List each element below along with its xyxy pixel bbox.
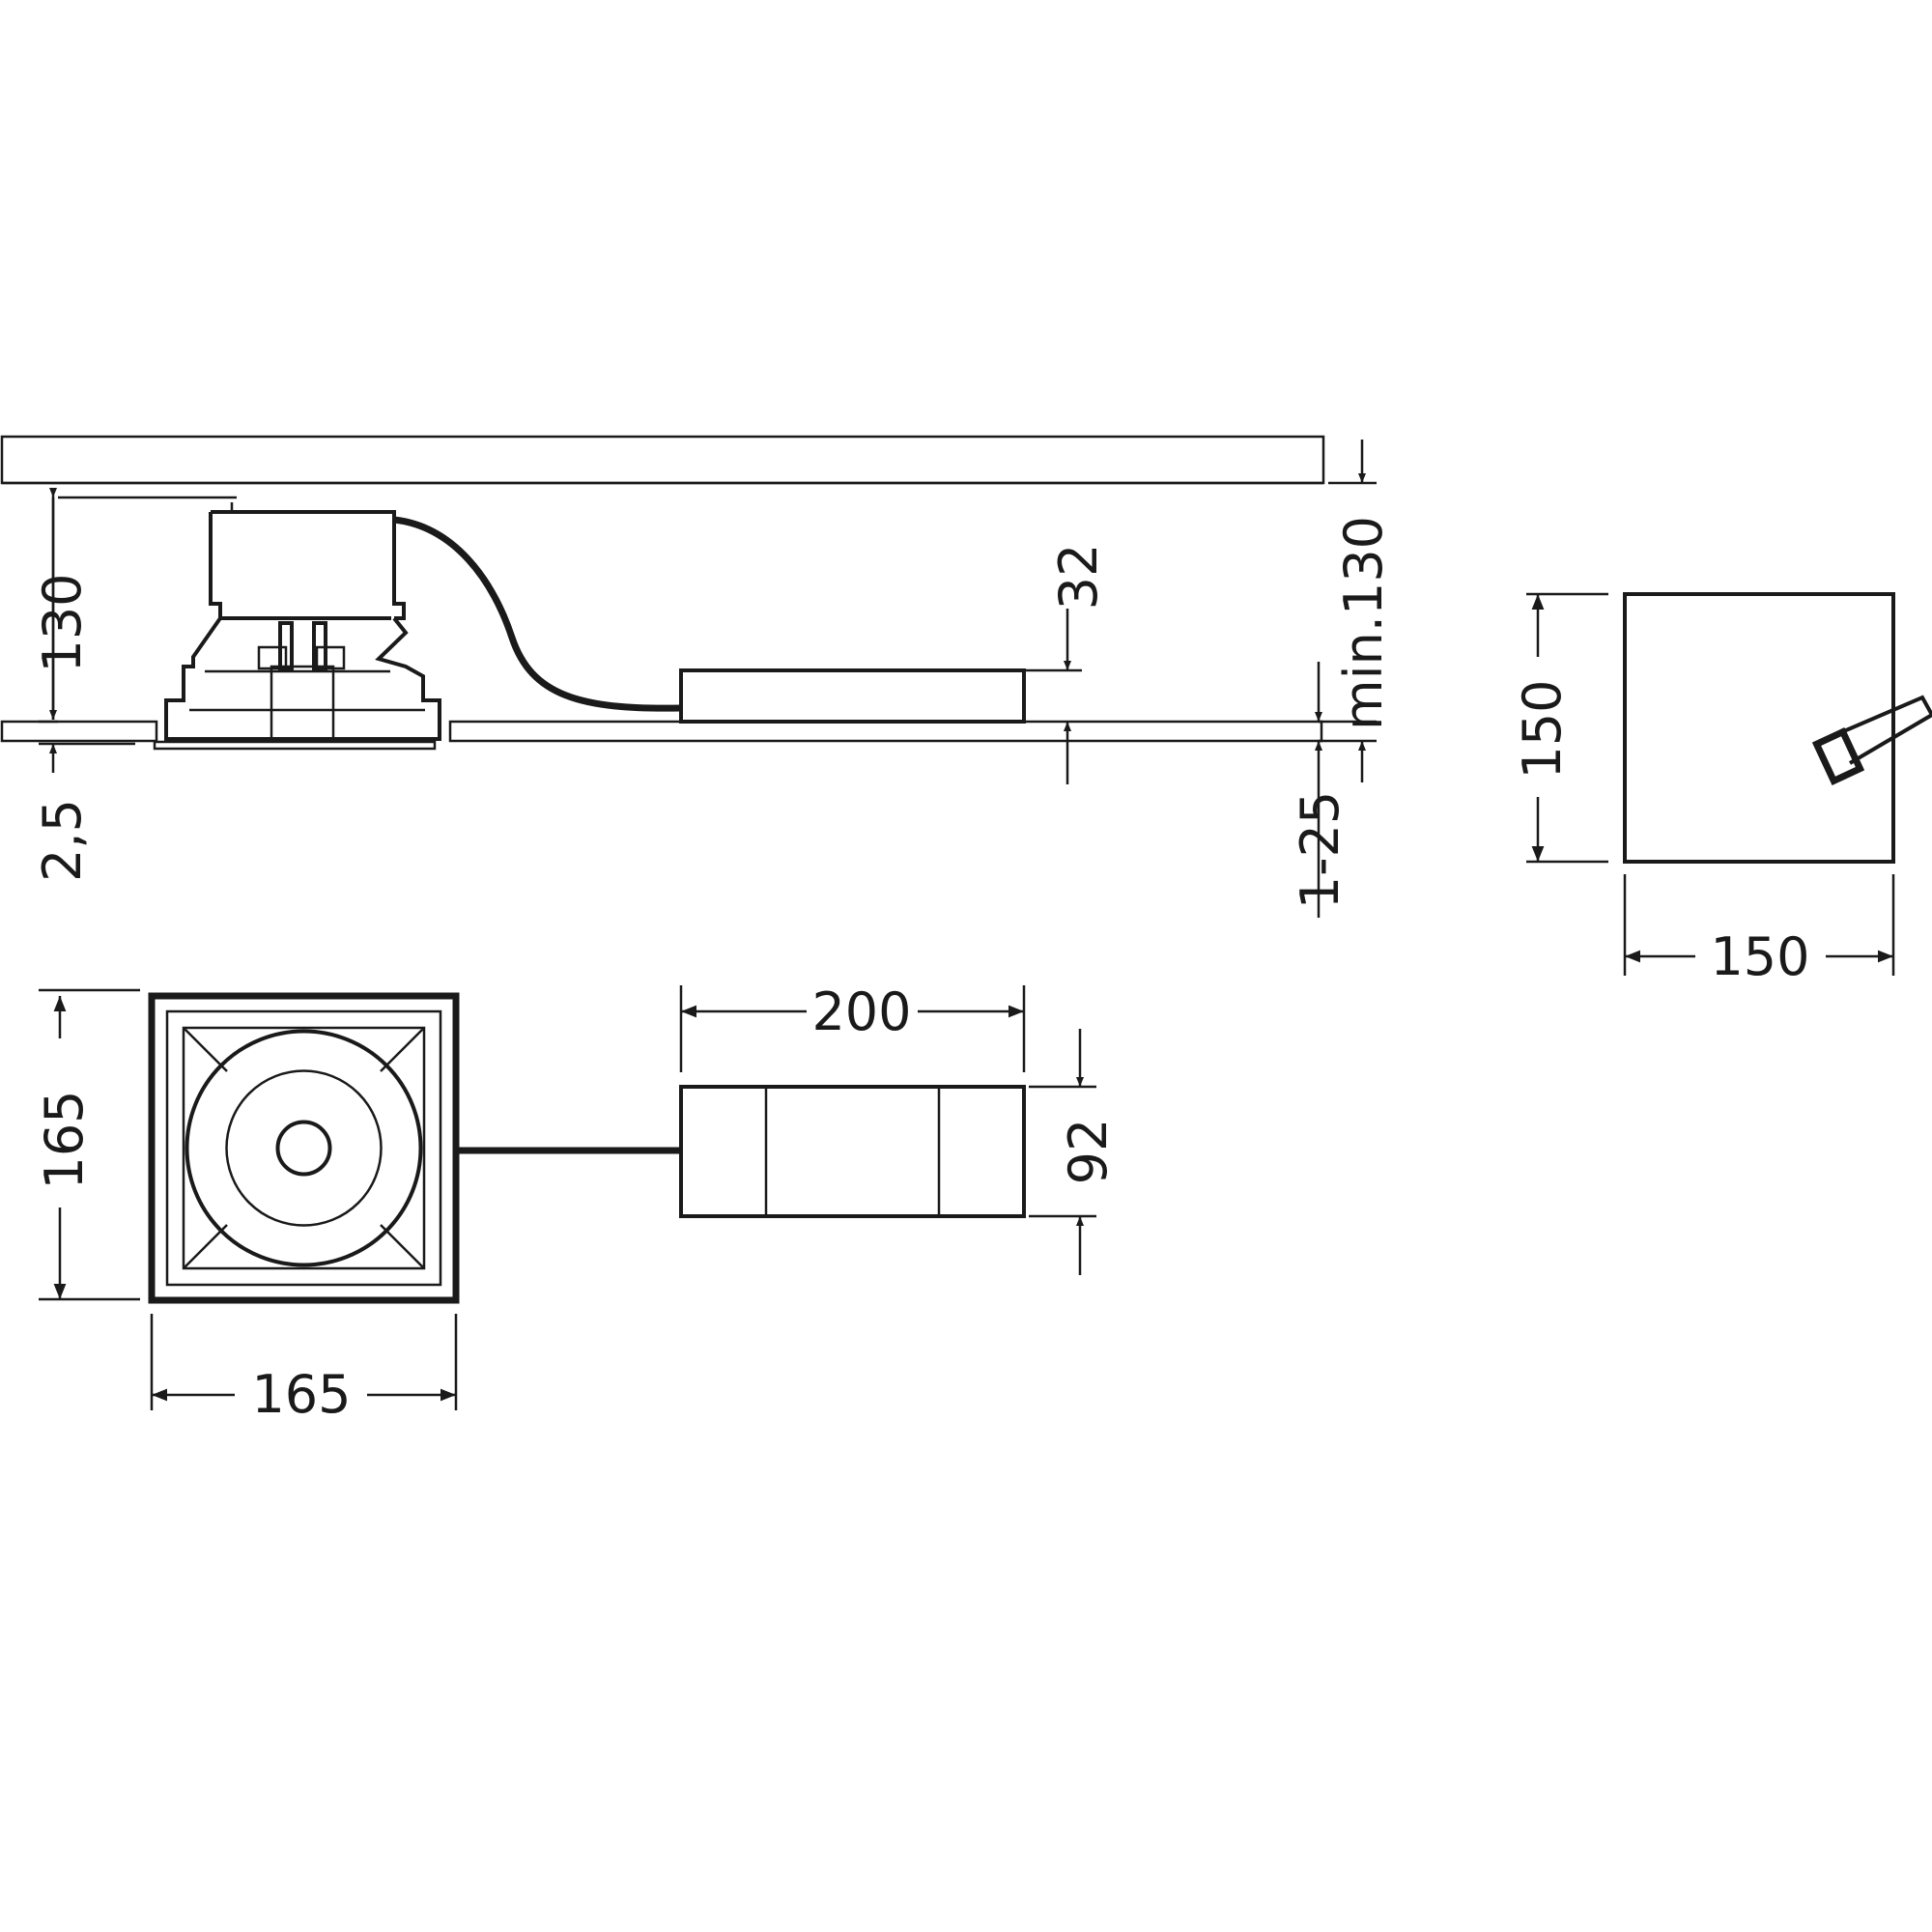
dim-cutout-height: 150 <box>1512 679 1573 779</box>
top-view: 165 165 200 92 <box>34 981 1119 1425</box>
dim-driver-length: 200 <box>811 981 911 1042</box>
cutout-outline <box>1623 592 1895 864</box>
luminaire-top <box>148 992 460 1304</box>
ceiling-panel-right <box>448 720 1323 743</box>
cutout-clip <box>1811 695 1932 786</box>
dim-ceiling-range: 1-25 <box>1290 791 1350 910</box>
dim-void-min-height: min.130 <box>1333 516 1394 730</box>
dim-driver-width: 92 <box>1058 1119 1119 1185</box>
cutout-view: 150 150 <box>1512 592 1932 987</box>
luminaire-side <box>58 496 441 751</box>
cable-side <box>393 516 682 712</box>
side-view: 130 2,5 32 min.130 1-25 <box>0 435 1394 918</box>
driver-top <box>679 1085 1026 1218</box>
dim-cutout-width: 150 <box>1710 926 1809 987</box>
dim-fixture-width: 165 <box>251 1364 351 1425</box>
dim-ceiling-thickness: 2,5 <box>32 799 93 882</box>
dim-fixture-depth: 165 <box>34 1090 95 1189</box>
ceiling-panel-left <box>0 720 158 743</box>
dim-fixture-height: 130 <box>32 573 93 672</box>
dim-driver-height: 32 <box>1048 544 1109 611</box>
upper-slab <box>0 435 1325 485</box>
driver-side <box>679 668 1026 724</box>
